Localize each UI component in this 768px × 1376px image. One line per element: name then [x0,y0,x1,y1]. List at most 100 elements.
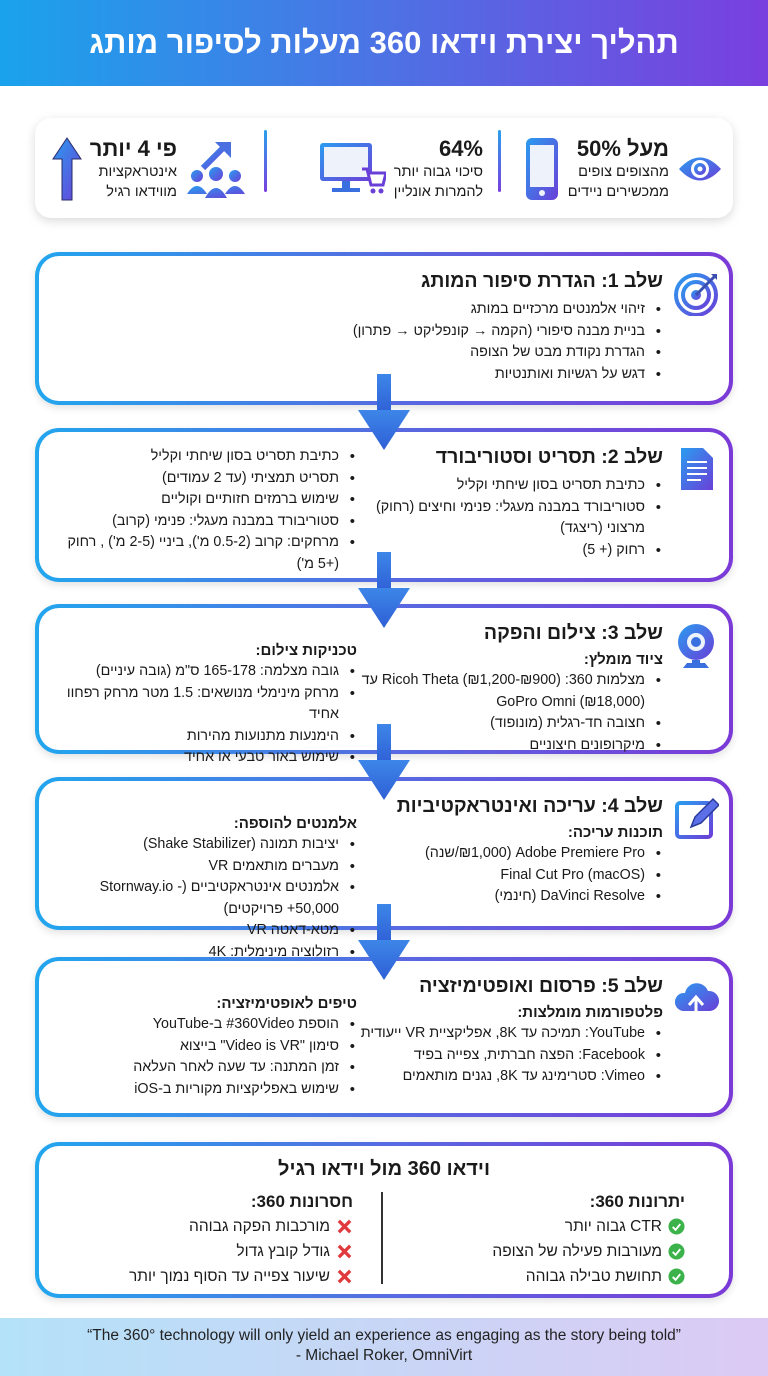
pros-text: תחושת טבילה גבוהה [525,1268,662,1285]
pros-item: תחושת טבילה גבוהה [385,1264,685,1289]
flow-arrow-down-icon [358,904,410,980]
step-title: שלב 4: עריכה ואינטראקטיביות [396,795,663,817]
list-item: יציבות תמונה (Shake Stabilizer) [52,834,357,856]
quote-text: “The 360° technology will only yield an … [87,1327,681,1344]
cloud-upload-icon [675,983,719,1019]
flow-arrow-down-icon [358,724,410,800]
list-item: זיהוי אלמנטים מרכזיים במותג [103,299,663,321]
bullet-list: Adobe Premiere Pro (₪1,000/שנה)Final Cut… [343,843,663,908]
comparison-card: וידאו 360 מול וידאו רגיל יתרונות 360: CT… [35,1142,733,1298]
list-item: שימוש באפליקציות מקוריות ב-iOS [52,1079,357,1101]
list-item: Adobe Premiere Pro (₪1,000/שנה) [343,843,663,865]
list-item: זמן המתנה: עד שעה לאחר העלאה [52,1057,357,1079]
monitor-cart-icon [319,143,386,194]
step-secondary-column: אלמנטים להוספה: יציבות תמונה (Shake Stabi… [52,815,357,963]
list-item: Vimeo: סטרימינג עד 8K, נגנים מותאמים [343,1066,663,1088]
list-item: YouTube: תמיכה עד 8K, אפליקציית VR ייעוד… [343,1023,663,1045]
stat-label: להמרות אונליין [393,184,483,200]
stat-label: מהצופים צופים [578,164,669,180]
comparison-title: וידאו 360 מול וידאו רגיל [278,1158,490,1180]
bullet-list: מצלמות 360: (₪900-₪1,200) Ricoh Theta עד… [343,670,663,756]
cons-item: שיעור צפייה עד הסוף נמוך יותר [53,1264,353,1289]
list-item: שימוש ברמזים חזותיים וקוליים [52,489,357,511]
list-item: מטא-דאטה VR [52,920,357,942]
divider [381,1192,383,1284]
cons-heading: חסרונות 360: [250,1192,353,1211]
list-item: מרחקים: קרוב (0.5-2 מ'), ביניי (2-5 מ') … [52,532,357,575]
pros-heading: יתרונות 360: [589,1192,685,1211]
list-item: אלמנטים אינטראקטיביים (Stornway.io - 50,… [52,877,357,920]
bullet-list: כתיבת תסריט בסון שיחתי וקלילסטוריבורד במ… [343,475,663,561]
page-title: תהליך יצירת וידאו 360 מעלות לסיפור מותג [89,25,679,60]
bullet-list: הוספת #360Video ב-YouTubeסימון "Video is… [52,1014,357,1100]
stat-label: מווידאו רגיל [106,184,177,200]
column-heading: טיפים לאופטימיזציה: [216,995,357,1012]
step-card-4: שלב 4: עריכה ואינטראקטיביות תוכנות עריכה:… [35,777,733,963]
list-item: כתיבת תסריט בסון שיחתי וקליל [343,475,663,497]
list-item: סטוריבורד במבנה מעגלי: פנימי וחיצים (רחו… [343,497,663,540]
cons-text: גודל קובץ גדול [236,1243,330,1260]
list-item: שימוש באור טבעי או אחיד [52,747,357,769]
stat-label: אינטראקציות [98,164,177,180]
column-heading: תוכנות עריכה: [567,824,663,841]
list-item: תסריט תמציתי (עד 2 עמודים) [52,468,357,490]
column-heading: טכניקות צילום: [255,642,357,659]
pros-column: יתרונות 360: CTR גבוה יותר מעורבות פעילה … [385,1192,685,1289]
check-circle-icon [668,1218,685,1235]
list-item: Final Cut Pro (macOS) [343,865,663,887]
list-item: מעברים מותאמים VR [52,856,357,878]
x-icon [337,1269,352,1284]
x-icon [337,1244,352,1259]
target-icon [674,273,718,316]
list-item: מצלמות 360: (₪900-₪1,200) Ricoh Theta עד… [343,670,663,713]
step-main-column: שלב 4: עריכה ואינטראקטיביות תוכנות עריכה:… [343,795,663,908]
pros-item: מעורבות פעילה של הצופה [385,1239,685,1264]
step-title: שלב 3: צילום והפקה [483,622,663,644]
bullet-list: זיהוי אלמנטים מרכזיים במותגבניית מבנה סי… [103,299,663,385]
360-camera-icon [678,624,714,668]
up-arrow-icon [51,137,82,201]
step-main-column: שלב 2: תסריט וסטוריבורדכתיבת תסריט בסון … [343,446,663,561]
list-item: בניית מבנה סיפורי (הקמה → קונפליקט → פתר… [103,321,663,343]
flow-arrow-down-icon [358,552,410,628]
list-item: כתיבת תסריט בסון שיחתי וקליל [52,446,357,468]
list-item: DaVinci Resolve (חינמי) [343,886,663,908]
stat-conversion: 64% סיכוי גבוה יותר להמרות אונליין [318,132,483,206]
quote-attribution: - Michael Roker, OmniVirt [295,1347,473,1364]
bullet-list: יציבות תמונה (Shake Stabilizer)מעברים מו… [52,834,357,963]
step-title: שלב 1: הגדרת סיפור המותג [421,270,663,292]
list-item: רחוק (+ 5) [343,540,663,562]
step-secondary-column: טכניקות צילום: גובה מצלמה: 165-178 ס"מ (ג… [52,642,357,769]
list-item: מיקרופונים חיצוניים [343,735,663,757]
divider [264,130,267,192]
stat-mobile: מעל 50% מהצופים צופים ממכשירים ניידים [524,132,723,206]
cons-text: שיעור צפייה עד הסוף נמוך יותר [129,1268,330,1285]
check-circle-icon [668,1243,685,1260]
list-item: חצובה חד-רגלית (מונופוד) [343,713,663,735]
list-item: רזולוציה מינימלית: 4K [52,942,357,964]
eye-icon [679,157,721,181]
list-item: סטוריבורד במבנה מעגלי: פנימי (קרוב) [52,511,357,533]
smartphone-icon [525,138,558,200]
pros-text: CTR גבוה יותר [564,1218,662,1235]
column-heading: אלמנטים להוספה: [233,815,357,832]
list-item: מרחק מינימלי מנושאים: 1.5 מטר מרחק רפחוו… [52,683,357,726]
flow-arrow-down-icon [358,374,410,450]
list-item: דגש על רגשיות ואותנטיות [103,364,663,386]
divider [498,130,501,192]
list-item: הוספת #360Video ב-YouTube [52,1014,357,1036]
stat-label: ממכשירים ניידים [567,184,669,200]
bullet-list: גובה מצלמה: 165-178 ס"מ (גובה עיניים)מרח… [52,661,357,769]
x-icon [337,1219,352,1234]
list-item: Facebook: הפצה חברתית, צפייה בפיד [343,1045,663,1067]
column-heading: פלטפורמות מומלצות: [517,1004,663,1021]
stat-value: 64% [438,136,483,161]
column-heading: ציוד מומלץ: [583,651,663,668]
cons-item: מורכבות הפקה גבוהה [53,1214,353,1239]
cons-item: גודל קובץ גדול [53,1239,353,1264]
stat-value: מעל 50% [576,136,669,161]
quote-footer: “The 360° technology will only yield an … [0,1318,768,1376]
document-icon [681,448,713,490]
stat-label: סיכוי גבוה יותר [393,164,483,180]
